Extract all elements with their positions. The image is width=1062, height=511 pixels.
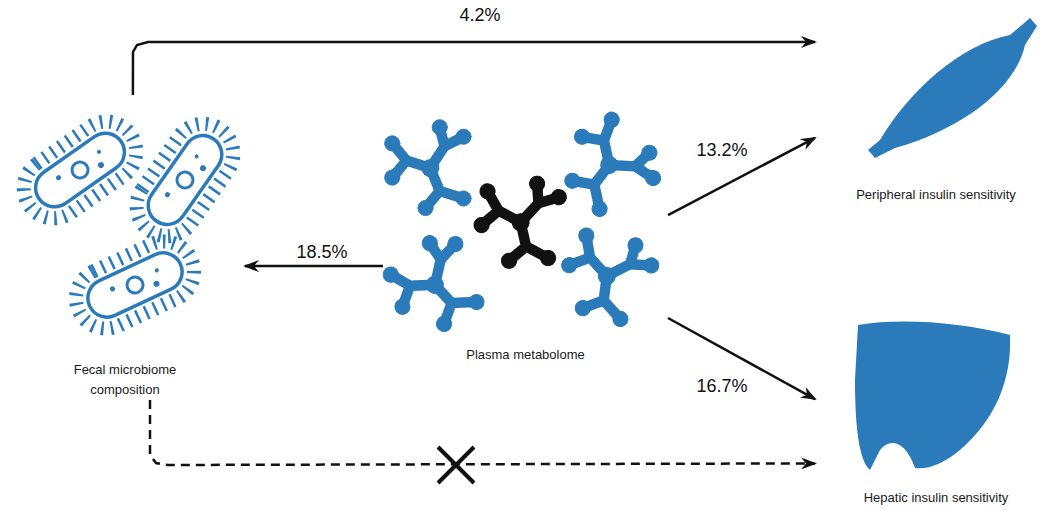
- node-label: Plasma metabolome: [426, 345, 626, 365]
- diagram-node: Fecal microbiome composition: [5, 95, 245, 400]
- diagram-node: Peripheral insulin sensitivity: [815, 15, 1057, 205]
- connector-arrow: [668, 318, 815, 399]
- muscle-icon: [868, 18, 1037, 158]
- percentage-label: 16.7%: [693, 375, 750, 397]
- liver-icon: [855, 322, 1010, 470]
- metabolite-icons: [375, 101, 671, 345]
- connector-arrow: [668, 138, 815, 215]
- node-label: Fecal microbiome composition: [50, 360, 200, 400]
- connector-arrow: [133, 42, 815, 95]
- diagram-node: Hepatic insulin sensitivity: [815, 315, 1057, 508]
- connector-arrow: [245, 265, 383, 268]
- percentage-label: 18.5%: [293, 241, 350, 263]
- diagram-node: Plasma metabolome: [383, 120, 668, 365]
- percentage-label: 13.2%: [693, 139, 750, 161]
- node-label: Hepatic insulin sensitivity: [819, 488, 1054, 508]
- node-label: Peripheral insulin sensitivity: [819, 185, 1054, 205]
- bacteria-icon: [12, 110, 245, 339]
- connector-arrow: [150, 400, 815, 465]
- percentage-label: 4.2%: [456, 4, 503, 26]
